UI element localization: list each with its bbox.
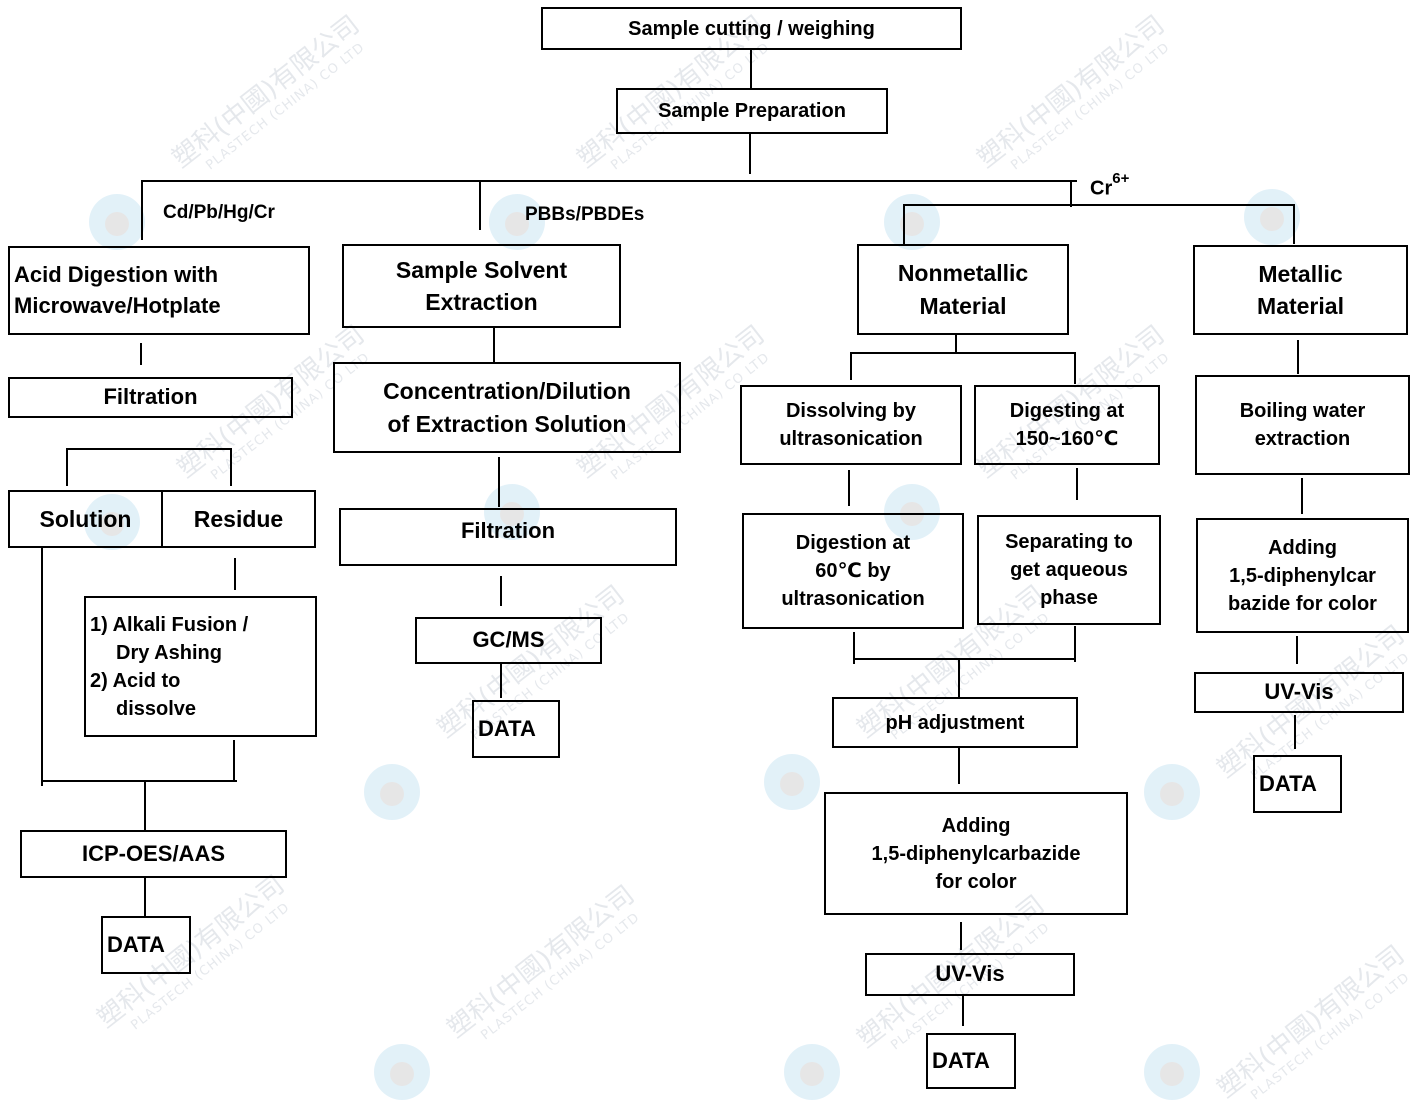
connector-line <box>848 470 850 506</box>
connector-line <box>498 457 500 507</box>
node-ph-adjustment: pH adjustment <box>832 697 1078 748</box>
connector-line <box>500 664 502 698</box>
connector-line <box>141 180 143 240</box>
node-uvvis-nonmetal: UV-Vis <box>865 953 1075 996</box>
watermark-logo-icon <box>764 754 820 810</box>
connector-line <box>1074 626 1076 662</box>
connector-line <box>903 204 905 244</box>
node-data-nonmetal: DATA <box>926 1033 1016 1089</box>
connector-line <box>1297 340 1299 374</box>
connector-line <box>233 740 235 780</box>
connector-line <box>853 632 855 664</box>
watermark-logo-icon <box>89 194 145 250</box>
node-filtration-left: Filtration <box>8 377 293 418</box>
watermark-logo-icon <box>784 1044 840 1100</box>
node-data-gcms: DATA <box>472 700 560 758</box>
node-solution: Solution <box>8 490 163 548</box>
branch-label-heavy-metals: Cd/Pb/Hg/Cr <box>163 202 275 223</box>
connector-line <box>144 782 146 830</box>
branch-label-chromium: Cr6+ <box>1090 170 1130 200</box>
node-uvvis-metal: UV-Vis <box>1194 672 1404 713</box>
connector-line <box>41 548 43 786</box>
connector-line <box>749 134 751 174</box>
connector-line <box>1296 636 1298 664</box>
connector-line <box>230 448 232 486</box>
connector-line <box>66 448 232 450</box>
connector-line <box>955 335 957 353</box>
node-filtration-mid: Filtration <box>339 508 677 566</box>
branch-label-brominated: PBBs/PBDEs <box>525 204 645 225</box>
connector-line <box>1293 204 1295 244</box>
watermark-logo-icon <box>364 764 420 820</box>
connector-line <box>850 352 1076 354</box>
node-sample-cutting: Sample cutting / weighing <box>541 7 962 50</box>
connector-line <box>234 558 236 590</box>
connector-line <box>66 448 68 486</box>
connector-line <box>1070 180 1072 207</box>
node-data-icp: DATA <box>101 916 191 974</box>
connector-line <box>903 204 1295 206</box>
connector-line <box>1074 352 1076 384</box>
node-gcms: GC/MS <box>415 617 602 664</box>
connector-line <box>1301 478 1303 514</box>
node-data-metal: DATA <box>1253 755 1342 813</box>
watermark-logo-icon <box>1144 764 1200 820</box>
connector-line <box>853 658 1076 660</box>
connector-line <box>479 180 481 230</box>
node-residue: Residue <box>161 490 316 548</box>
watermark-logo-icon <box>374 1044 430 1100</box>
connector-line <box>958 748 960 784</box>
watermark-logo-icon <box>1144 1044 1200 1100</box>
connector-line <box>850 352 852 380</box>
connector-line <box>960 922 962 950</box>
node-sample-preparation: Sample Preparation <box>616 88 888 134</box>
connector-line <box>1076 468 1078 500</box>
connector-line <box>750 49 752 89</box>
connector-line <box>140 343 142 365</box>
connector-line <box>962 996 964 1026</box>
connector-line <box>500 576 502 606</box>
connector-line <box>493 328 495 362</box>
node-alkali-steps: 1) Alkali Fusion / Dry Ashing 2) Acid to… <box>84 596 317 737</box>
connector-line <box>141 180 1077 182</box>
node-icp: ICP-OES/AAS <box>20 830 287 878</box>
connector-line <box>144 878 146 916</box>
connector-line <box>958 660 960 698</box>
connector-line <box>1294 715 1296 749</box>
connector-line <box>41 780 237 782</box>
